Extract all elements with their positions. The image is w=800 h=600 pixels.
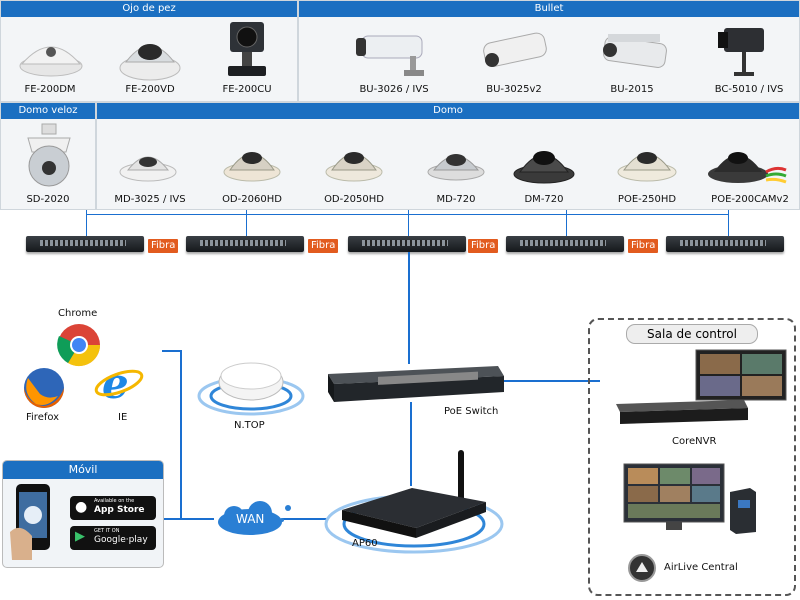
control-room-box bbox=[588, 318, 796, 596]
chrome-icon bbox=[57, 324, 101, 367]
google-play-text: Google·play bbox=[94, 535, 148, 545]
camera-label: BU-3025v2 bbox=[486, 84, 542, 95]
mobile-panel-title: Móvil bbox=[3, 461, 163, 479]
camera-label: FE-200VD bbox=[125, 84, 175, 95]
connector-line bbox=[566, 210, 567, 236]
network-switch bbox=[186, 236, 304, 252]
monitor-icon bbox=[695, 349, 787, 401]
camera-label: OD-2050HD bbox=[324, 194, 384, 205]
panel-domo: Domo bbox=[96, 102, 800, 210]
ntop-label: N.TOP bbox=[234, 420, 265, 431]
fibra-label: Fibra bbox=[628, 239, 659, 253]
pc-tower-icon bbox=[730, 488, 756, 534]
dome-camera-icon bbox=[617, 152, 677, 182]
connector-line bbox=[86, 210, 87, 236]
airlive-central-icon bbox=[628, 554, 656, 582]
camera-label: SD-2020 bbox=[26, 194, 70, 205]
connector-line bbox=[86, 214, 729, 215]
connector-line bbox=[408, 210, 409, 236]
svg-text:e: e bbox=[102, 359, 129, 408]
google-play-badge[interactable]: ▶ GET IT ON Google·play bbox=[70, 526, 156, 550]
control-room-title: Sala de control bbox=[626, 324, 758, 344]
dome-camera-icon bbox=[325, 152, 383, 182]
bullet-camera-icon bbox=[356, 35, 424, 76]
speed-dome-camera-icon bbox=[27, 123, 71, 187]
camera-label: OD-2060HD bbox=[222, 194, 282, 205]
app-store-badge[interactable]: ● Available on the App Store bbox=[70, 496, 156, 520]
connector-line bbox=[410, 402, 412, 486]
ap60-router-icon bbox=[324, 450, 504, 554]
network-switch bbox=[666, 236, 784, 252]
app-store-small-text: Available on the bbox=[94, 498, 135, 504]
corenvr-label: CoreNVR bbox=[672, 436, 717, 447]
google-play-small-text: GET IT ON bbox=[94, 528, 120, 534]
network-switch bbox=[26, 236, 144, 252]
panel-domo-veloz: Domo veloz bbox=[0, 102, 96, 210]
app-store-text: App Store bbox=[94, 505, 145, 515]
browser-label-firefox: Firefox bbox=[26, 412, 60, 423]
camera-label: FE-200CU bbox=[222, 84, 272, 95]
bullet-camera-icon bbox=[483, 32, 547, 67]
dome-camera-icon bbox=[513, 151, 575, 184]
camera-label: BC-5010 / IVS bbox=[714, 84, 784, 95]
apple-icon: ● bbox=[75, 499, 88, 515]
browser-label-chrome: Chrome bbox=[58, 308, 98, 319]
header-ojo-de-pez: Ojo de pez bbox=[1, 1, 297, 17]
nvr-icon bbox=[616, 400, 748, 424]
browser-label-ie: IE bbox=[118, 412, 128, 423]
access-point-ntop-icon bbox=[197, 362, 305, 416]
box-camera-icon bbox=[718, 28, 764, 76]
smartphone-icon bbox=[10, 484, 50, 560]
camera-label: BU-2015 bbox=[610, 84, 654, 95]
header-domo-veloz: Domo veloz bbox=[1, 103, 95, 119]
connector-line bbox=[408, 252, 410, 364]
fibra-label: Fibra bbox=[468, 239, 499, 253]
wan-label: WAN bbox=[236, 512, 265, 526]
dome-camera-icon bbox=[427, 154, 485, 181]
bullet-camera-icon bbox=[603, 34, 667, 68]
connector-line bbox=[728, 210, 729, 236]
fibra-label: Fibra bbox=[148, 239, 179, 253]
cube-camera-icon bbox=[228, 22, 266, 76]
fibra-label: Fibra bbox=[308, 239, 339, 253]
camera-label: DM-720 bbox=[524, 194, 564, 205]
connector-line bbox=[162, 518, 214, 520]
poe-switch-label: PoE Switch bbox=[444, 406, 499, 417]
connector-line bbox=[180, 350, 182, 520]
network-switch bbox=[348, 236, 466, 252]
airlive-central-label: AirLive Central bbox=[664, 562, 738, 573]
header-bullet: Bullet bbox=[299, 1, 799, 17]
play-icon: ▶ bbox=[75, 529, 85, 544]
camera-label: BU-3026 / IVS bbox=[359, 84, 429, 95]
camera-label: FE-200DM bbox=[24, 84, 76, 95]
connector-line bbox=[246, 210, 247, 236]
camera-label: MD-720 bbox=[436, 194, 476, 205]
firefox-icon bbox=[24, 368, 64, 408]
ap60-label: AP60 bbox=[352, 538, 378, 549]
camera-label: POE-250HD bbox=[617, 194, 677, 205]
network-switch bbox=[506, 236, 624, 252]
fisheye-camera-icon bbox=[19, 46, 83, 77]
connector-line bbox=[502, 380, 600, 382]
ie-icon: e bbox=[94, 359, 144, 408]
camera-label: POE-200CAMv2 bbox=[711, 194, 789, 205]
header-domo: Domo bbox=[97, 103, 799, 119]
connector-line bbox=[162, 350, 182, 352]
dome-camera-icon bbox=[223, 152, 281, 182]
dome-camera-icon bbox=[708, 152, 787, 184]
dome-camera-icon bbox=[119, 156, 177, 182]
poe-switch-icon bbox=[328, 366, 504, 402]
camera-label: MD-3025 / IVS bbox=[114, 194, 186, 205]
monitor-icon bbox=[623, 463, 725, 530]
dome-camera-icon bbox=[119, 44, 181, 81]
connector-line bbox=[282, 518, 328, 520]
wan-cloud-icon bbox=[218, 501, 291, 535]
